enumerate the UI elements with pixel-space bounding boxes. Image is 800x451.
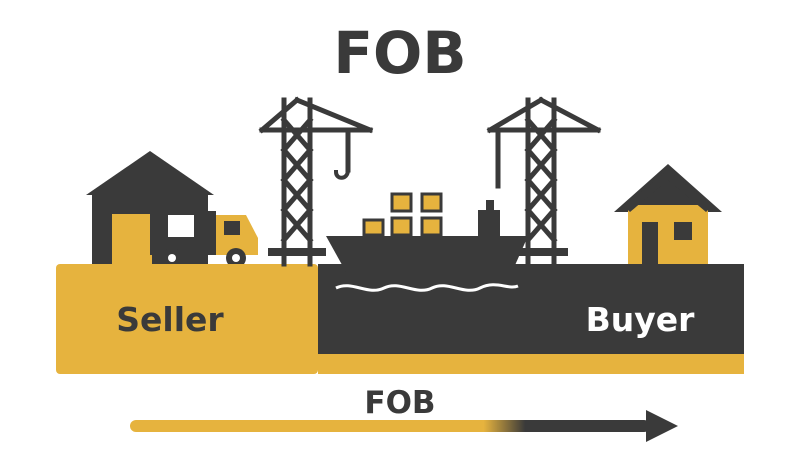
buyer-house-icon — [614, 164, 722, 264]
transfer-arrow-icon — [130, 410, 678, 442]
diagram-title: FOB — [333, 19, 466, 87]
cargo-ship-icon — [326, 192, 528, 272]
delivery-truck-icon — [150, 211, 258, 268]
buyer-ground — [318, 264, 744, 354]
bottom-strip — [318, 354, 744, 374]
seller-ground — [56, 264, 318, 374]
buyer-label: Buyer — [586, 300, 696, 339]
left-port-crane-icon — [258, 96, 374, 267]
arrow-label: FOB — [364, 385, 435, 421]
right-port-crane-icon — [486, 96, 602, 267]
seller-label: Seller — [116, 300, 224, 339]
water-wave — [335, 283, 519, 292]
